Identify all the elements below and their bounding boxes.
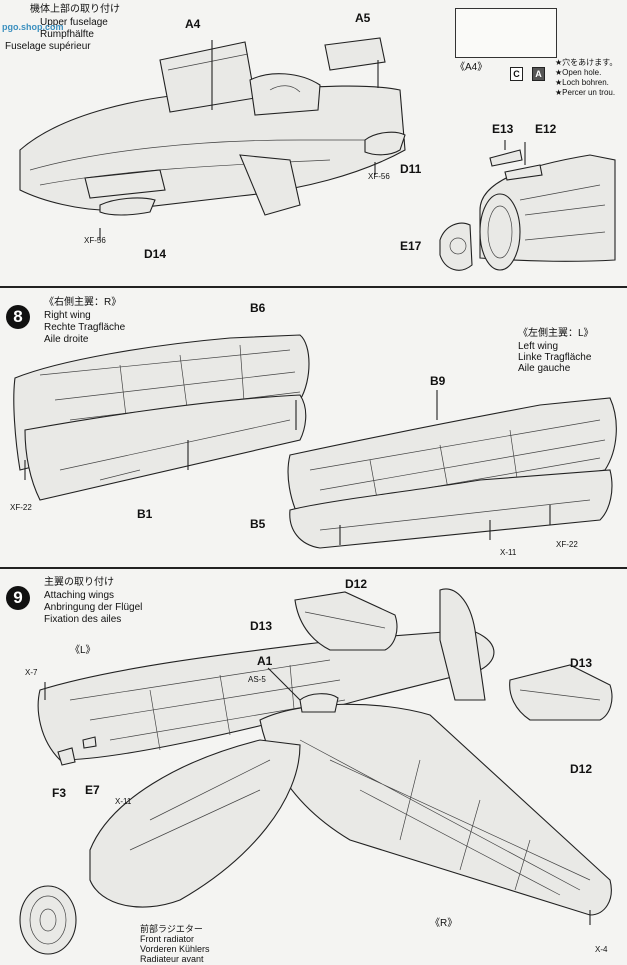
paint-x7: X-7 [25,668,38,677]
step8-right-fr: Aile droite [44,334,89,345]
side-label-r: 《R》 [430,918,458,929]
part-d13-left: D13 [250,619,273,633]
part-d12-right: D12 [570,762,593,776]
step8-right-de: Rechte Tragfläche [44,322,126,333]
paint-x11-wing: X-11 [115,797,132,806]
paint-x11: X-11 [500,548,517,557]
radiator-jp: 前部ラジエター [140,924,203,934]
part-b9: B9 [430,374,446,388]
part-e7: E7 [85,783,100,797]
part-b1: B1 [137,507,153,521]
part-b6: B6 [250,301,266,315]
part-d13-right: D13 [570,656,593,670]
step8-right-jp: 《右側主翼：R》 [44,297,122,308]
part-a5: A5 [355,11,371,25]
detail-a4-box [455,8,557,58]
part-d12-top: D12 [345,577,368,591]
part-e17: E17 [400,239,422,253]
step9-number: 9 [6,586,30,610]
section-divider-1 [0,286,627,288]
step8-left-jp: 《左側主翼：L》 [518,328,594,339]
tag-c: C [510,67,523,81]
step8-left-de: Linke Tragfläche [518,352,592,363]
part-b5: B5 [250,517,266,531]
part-a1: A1 [257,654,273,668]
part-d14: D14 [144,247,167,261]
radiator-de: Vorderen Kühlers [140,944,210,954]
part-e12: E12 [535,122,557,136]
step8-left-fr: Aile gauche [518,363,571,374]
paint-xf22-right: XF-22 [556,540,578,549]
paint-xf22-left: XF-22 [10,503,32,512]
step8-number: 8 [6,305,30,329]
part-a4: A4 [185,17,201,31]
right-wing-drawing [13,334,310,501]
paint-x4: X-4 [595,945,608,954]
cowling-drawing [439,140,616,271]
side-label-l: 《L》 [70,645,96,656]
radiator-fr: Radiateur avant [140,954,204,964]
part-d11: D11 [400,162,422,176]
step7-title-fr: Fuselage supérieur [5,41,91,52]
detail-a4-label: 《A4》 [455,62,488,73]
paint-xf56-right: XF-56 [368,172,390,181]
step8-right-en: Right wing [44,310,91,321]
step9-title-fr: Fixation des ailes [44,614,122,625]
paint-as5: AS-5 [248,675,266,684]
paint-xf56-left: XF-56 [84,236,106,245]
step9-title-en: Attaching wings [44,590,115,601]
radiator-en: Front radiator [140,934,195,944]
part-f3: F3 [52,786,67,800]
tag-a: A [532,67,545,81]
part-e13: E13 [492,122,514,136]
step8-left-en: Left wing [518,341,559,352]
watermark: pgo.shop.com [2,22,64,32]
step7-title-de: Rumpfhälfte [40,29,94,40]
section-divider-2 [0,567,627,569]
note-en: ★Open hole. [555,68,602,77]
left-wing-drawing [287,390,617,549]
fuselage-drawing [19,37,406,240]
aircraft-drawing [19,588,613,955]
note-de: ★Loch bohren. [555,78,609,87]
step9-title-de: Anbringung der Flügel [44,602,143,613]
note-fr: ★Percer un trou. [555,88,616,97]
note-jp: ★穴をあけます。 [555,58,618,67]
step7-title-en: Upper fuselage [40,17,108,28]
step7-title-jp: 機体上部の取り付け [30,4,120,15]
step9-title-jp: 主翼の取り付け [44,577,114,588]
